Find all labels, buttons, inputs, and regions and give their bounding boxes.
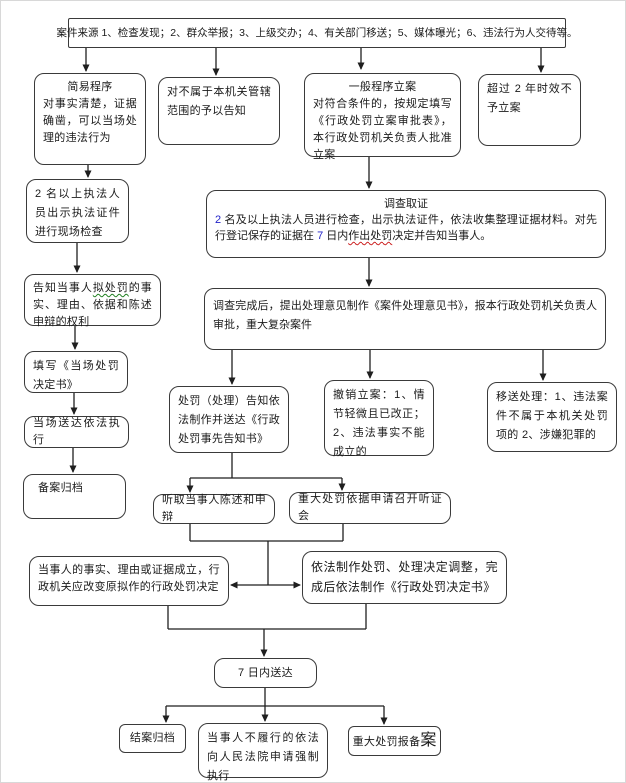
inform-party-grammar-mark: 拟处罚 xyxy=(92,282,129,294)
node-transfer: 移送处理：1、违法案件不属于本机关处罚项的 2、涉嫌犯罪的 xyxy=(487,382,617,452)
node-investigation-title: 调查取证 xyxy=(384,198,428,210)
node-hearing: 重大处罚依据申请召开听证会 xyxy=(289,492,451,524)
major-report-big-char: 案 xyxy=(420,731,437,749)
node-notify-no-jurisdiction: 对不属于本机关管辖范围的予以告知 xyxy=(158,77,280,145)
node-make-decision: 依法制作处罚、处理决定调整，完成后依法制作《行政处罚决定书》 xyxy=(302,551,507,604)
node-general-filing-body: 对符合条件的，按规定填写《行政处罚立案审批表》，本行政处罚机关负责人批准立案 xyxy=(313,98,452,161)
node-punish-notice-label: 处罚（处理）告知依法制作并送达《行政处罚事先告知书》 xyxy=(178,395,280,445)
node-major-report-label: 重大处罚报备案 xyxy=(352,731,437,749)
node-hear-statement-label: 听取当事人陈述和申辩 xyxy=(162,494,266,523)
node-make-decision-label: 依法制作处罚、处理决定调整，完成后依法制作《行政处罚决定书》 xyxy=(311,560,498,594)
node-general-filing-title: 一般程序立案 xyxy=(348,81,417,93)
node-serve-onsite: 当场送达依法执行 xyxy=(24,416,129,448)
investigation-count-number: 2 xyxy=(215,214,222,226)
node-change-decision-label: 当事人的事实、理由或证据成立，行政机关应改变原拟作的行政处罚决定 xyxy=(38,564,220,593)
node-record-archive: 备案归档 xyxy=(23,474,126,519)
node-investigation: 调查取证 2 名及以上执法人员进行检查，出示执法证件，依法收集整理证据材料。对先… xyxy=(206,190,606,258)
node-major-report: 重大处罚报备案 xyxy=(348,726,441,756)
node-two-officers: 2 名以上执法人员出示执法证件进行现场检查 xyxy=(26,179,129,243)
node-not-perform: 当事人不履行的依法向人民法院申请强制执行 xyxy=(198,723,328,782)
node-revoke-filing: 撤销立案：1、情节轻微且已改正；2、违法事实不能成立的 xyxy=(324,380,434,458)
node-transfer-label: 移送处理：1、违法案件不属于本机关处罚项的 2、涉嫌犯罪的 xyxy=(496,391,608,441)
investigation-days-number: 7 xyxy=(317,230,324,242)
node-over-two-years-label: 超过 2 年时效不予立案 xyxy=(487,83,572,114)
node-revoke-filing-label: 撤销立案：1、情节轻微且已改正；2、违法事实不能成立的 xyxy=(333,389,425,458)
node-inform-party: 告知当事人拟处罚的事实、理由、依据和陈述申辩的权利 xyxy=(24,274,161,328)
node-case-source-label: 案件来源 1、检查发现；2、群众举报；3、上级交办；4、有关部门移送；5、媒体曝… xyxy=(56,26,578,39)
node-opinion-label: 调查完成后，提出处理意见制作《案件处理意见书》，报本行政处罚机关负责人审批，重大… xyxy=(213,300,597,331)
node-not-perform-label: 当事人不履行的依法向人民法院申请强制执行 xyxy=(207,732,319,782)
node-simple-procedure-body: 对事实清楚，证据确凿，可以当场处理的违法行为 xyxy=(43,98,137,144)
node-two-officers-label: 2 名以上执法人员出示执法证件进行现场检查 xyxy=(35,188,120,238)
node-record-archive-label: 备案归档 xyxy=(38,482,84,494)
node-close-archive: 结案归档 xyxy=(119,724,186,753)
node-inform-party-label: 告知当事人拟处罚的事实、理由、依据和陈述申辩的权利 xyxy=(33,282,152,328)
node-simple-procedure: 简易程序 对事实清楚，证据确凿，可以当场处理的违法行为 xyxy=(34,73,146,165)
node-change-decision: 当事人的事实、理由或证据成立，行政机关应改变原拟作的行政处罚决定 xyxy=(29,556,229,606)
node-fill-onsite-decision: 填写《当场处罚决定书》 xyxy=(24,351,128,393)
node-punish-notice: 处罚（处理）告知依法制作并送达《行政处罚事先告知书》 xyxy=(169,386,289,453)
node-serve-seven-days: 7 日内送达 xyxy=(214,658,317,688)
node-general-filing: 一般程序立案 对符合条件的，按规定填写《行政处罚立案审批表》，本行政处罚机关负责… xyxy=(304,73,461,161)
node-case-source: 案件来源 1、检查发现；2、群众举报；3、上级交办；4、有关部门移送；5、媒体曝… xyxy=(57,18,577,48)
node-fill-onsite-decision-label: 填写《当场处罚决定书》 xyxy=(33,360,119,391)
node-notify-no-jurisdiction-label: 对不属于本机关管辖范围的予以告知 xyxy=(167,86,271,117)
node-close-archive-label: 结案归档 xyxy=(129,732,176,744)
node-hearing-label: 重大处罚依据申请召开听证会 xyxy=(298,493,442,522)
node-over-two-years: 超过 2 年时效不予立案 xyxy=(478,74,581,146)
node-simple-procedure-title: 简易程序 xyxy=(67,81,113,93)
node-hear-statement: 听取当事人陈述和申辩 xyxy=(153,494,275,524)
node-investigation-body: 2 名及以上执法人员进行检查，出示执法证件，依法收集整理证据材料。对先行登记保存… xyxy=(215,214,597,242)
node-serve-onsite-label: 当场送达依法执行 xyxy=(33,417,120,446)
node-opinion: 调查完成后，提出处理意见制作《案件处理意见书》，报本行政处罚机关负责人审批，重大… xyxy=(204,288,606,350)
investigation-spell-mark: 作出处罚 xyxy=(348,230,393,242)
node-serve-seven-days-label: 7 日内送达 xyxy=(238,666,293,679)
